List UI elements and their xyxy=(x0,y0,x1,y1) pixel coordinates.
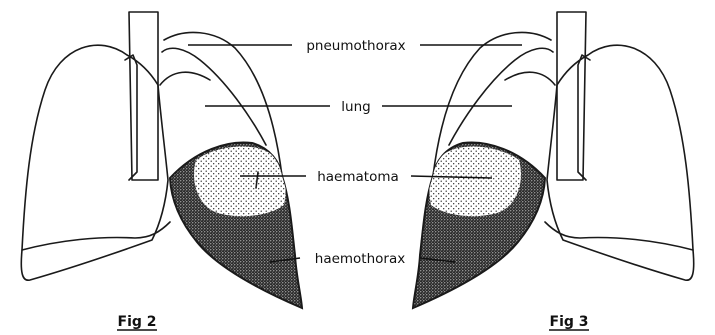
fig3-diagram xyxy=(413,12,694,308)
caption-fig3: Fig 3 xyxy=(550,314,589,330)
fig2-collapsed-lung xyxy=(162,48,266,145)
fig2-lung-fissure xyxy=(22,222,170,250)
fig2-collapsed-lung-inner xyxy=(160,72,210,85)
fig3-collapsed-lung-inner xyxy=(505,72,555,85)
fig3-collapsed-lung xyxy=(449,48,553,145)
fig3-lung-fissure xyxy=(545,222,693,250)
label-haemothorax: haemothorax xyxy=(315,251,405,267)
fig2-trachea xyxy=(129,12,158,180)
fig2-diagram xyxy=(21,12,302,308)
caption-fig2: Fig 2 xyxy=(118,314,157,330)
label-lung: lung xyxy=(341,99,370,115)
fig3-trachea xyxy=(557,12,586,180)
label-pneumothorax: pneumothorax xyxy=(306,38,405,54)
fig3-haematoma-dots xyxy=(429,146,521,216)
fig2-haematoma-dots xyxy=(194,146,286,216)
label-haematoma: haematoma xyxy=(317,169,399,185)
